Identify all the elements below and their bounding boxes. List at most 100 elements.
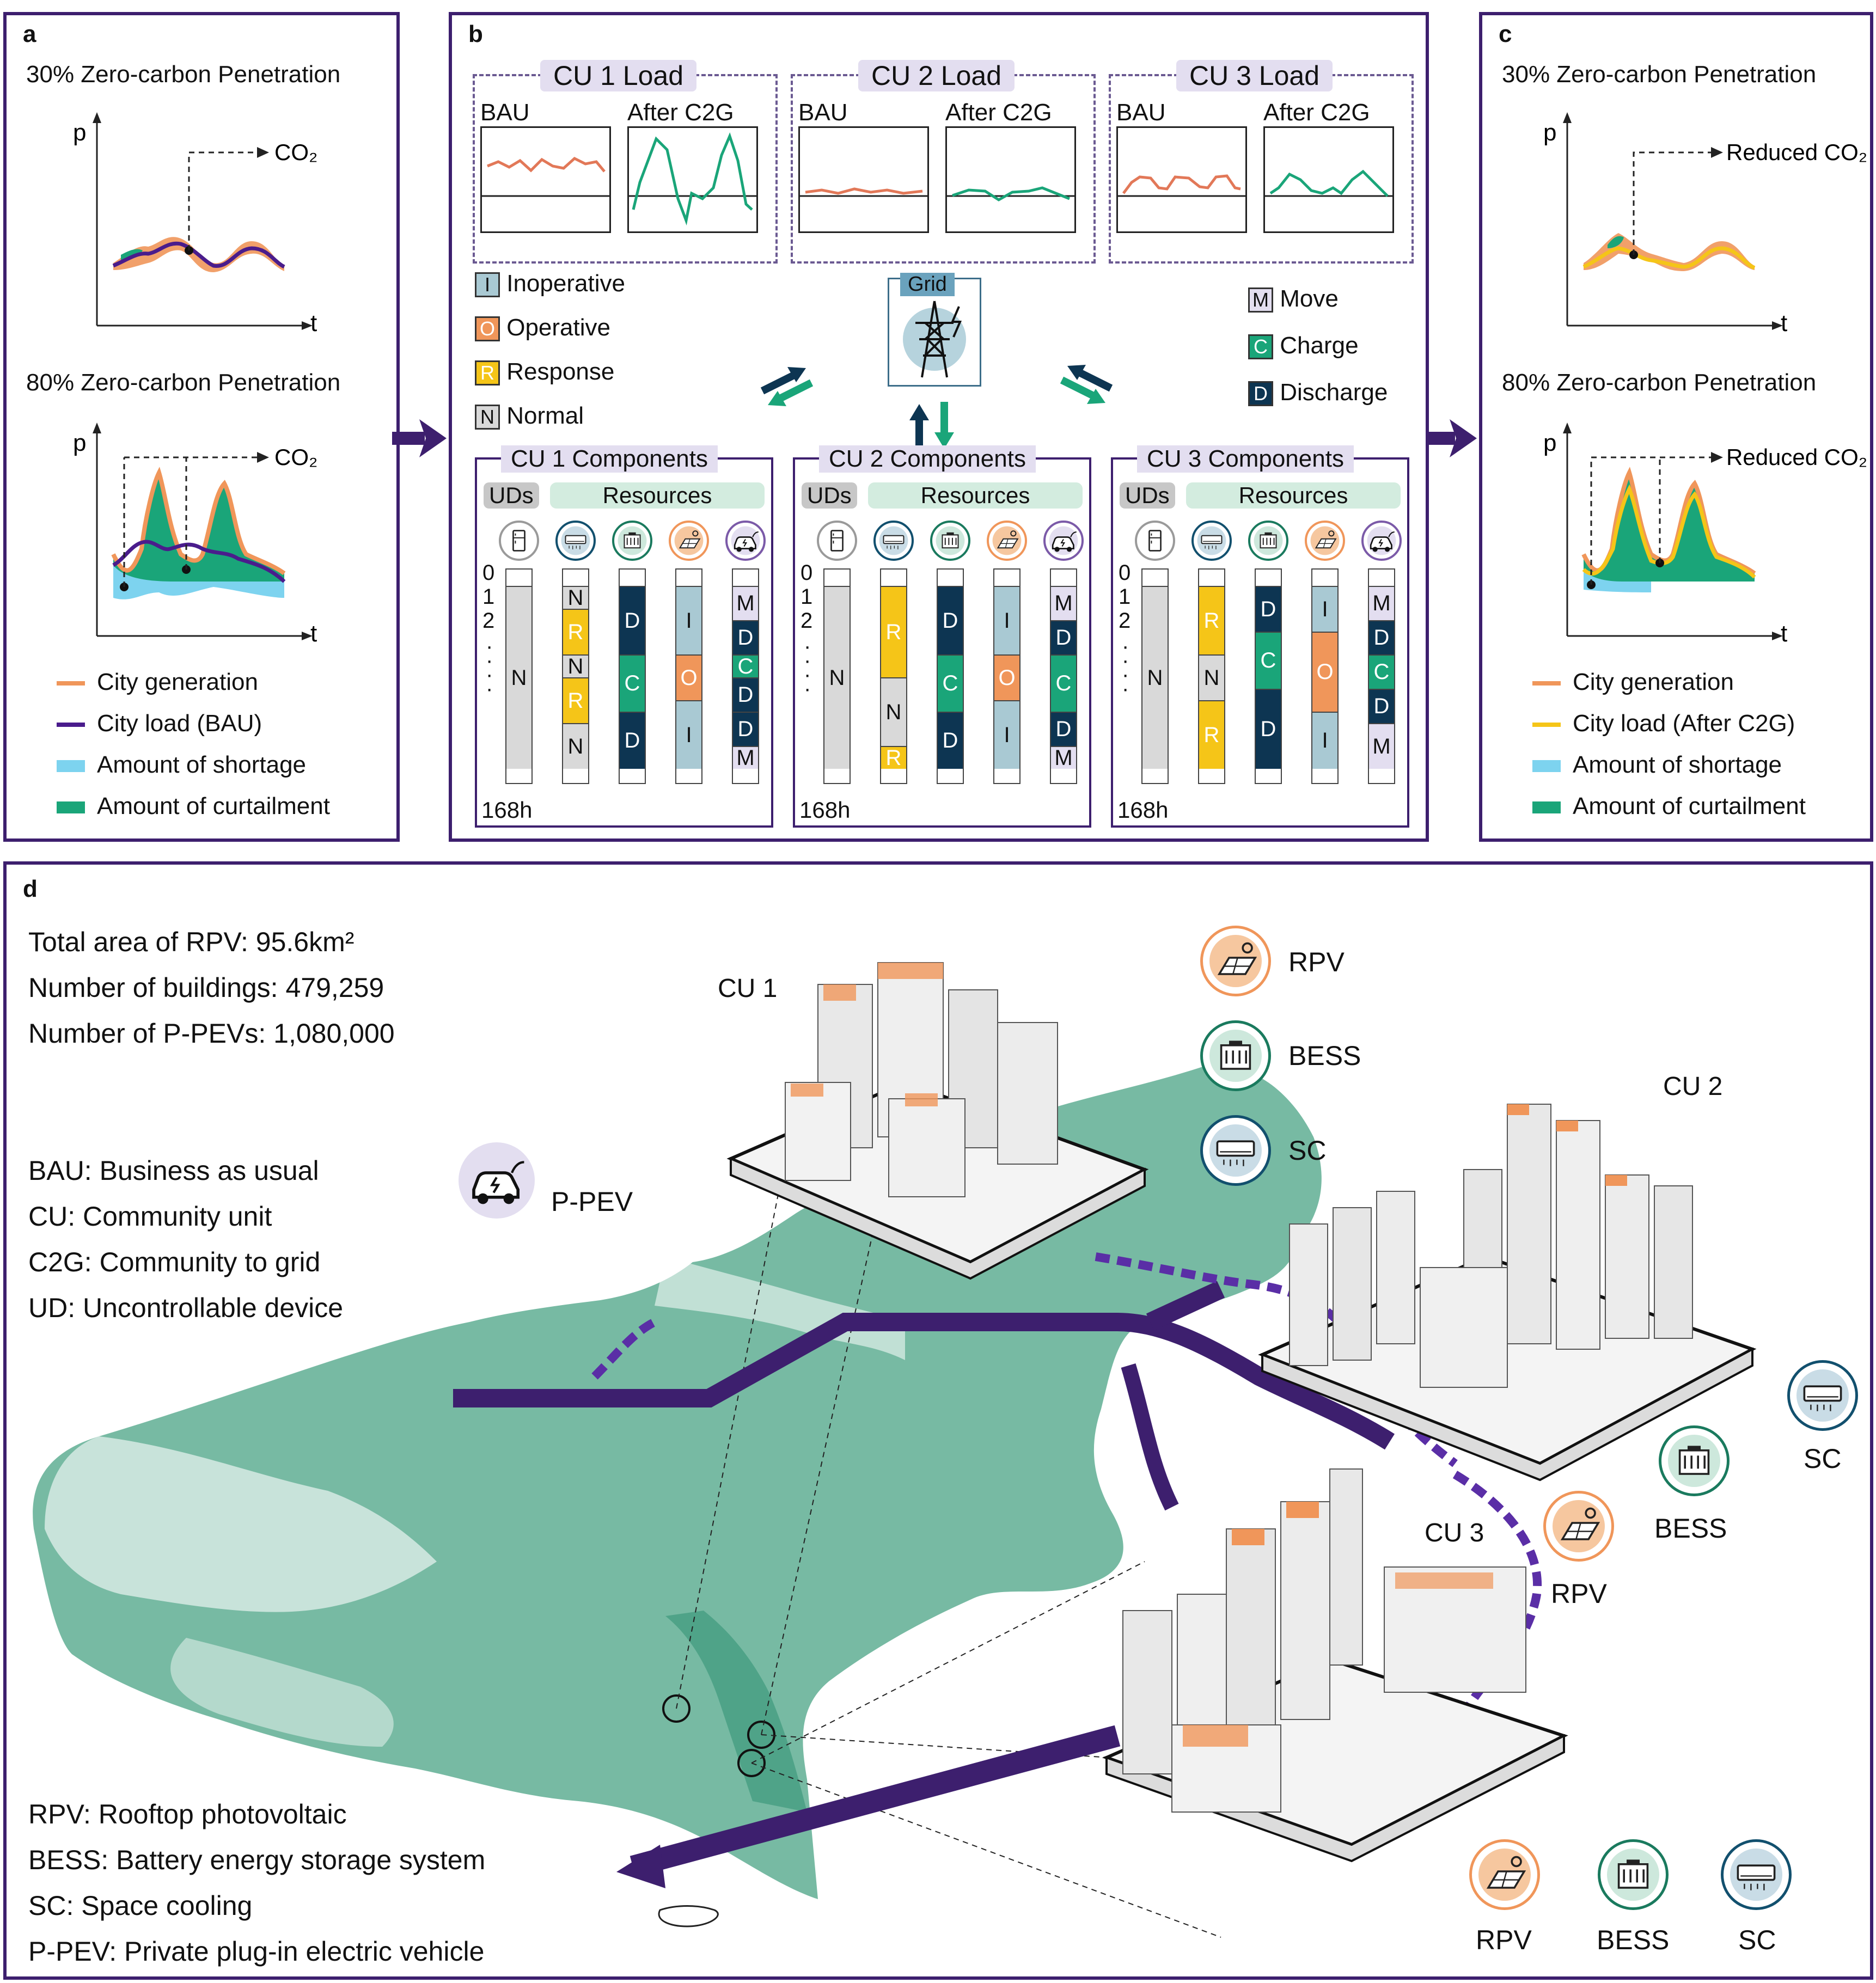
cu1-load-frame: CU 1 Load BAU After C2G <box>473 60 778 264</box>
timeline-segment: N <box>563 723 588 769</box>
hour-ellipsis: ···· <box>1122 634 1129 701</box>
timeline-segment: C <box>1369 654 1394 689</box>
arrow-b-to-c <box>1422 419 1477 457</box>
sc-icon <box>1721 1839 1792 1910</box>
city-map <box>33 1065 1322 1938</box>
electric-car-icon <box>459 1142 535 1219</box>
bau-label: BAU <box>480 99 530 126</box>
resources-tag: Resources <box>868 482 1083 509</box>
timeline-segment: D <box>1256 689 1281 769</box>
cu2-after-plot <box>945 126 1076 233</box>
cu3-bau-plot <box>1116 126 1247 233</box>
timeline-segment: O <box>676 654 701 700</box>
rpv-icon <box>1543 1491 1614 1562</box>
sc-icon <box>1200 1115 1271 1186</box>
sc-icon <box>1191 521 1232 561</box>
cu2-load-title: CU 2 Load <box>858 60 1015 91</box>
co2-label: Reduced CO₂ <box>1726 139 1867 165</box>
hours-label: 168h <box>481 797 533 823</box>
rpv-icon <box>1469 1839 1540 1910</box>
chart-30-bau: p t CO₂ <box>73 112 317 336</box>
legend-normal: N Normal <box>475 402 584 430</box>
timeline-segment: M <box>1051 746 1076 770</box>
timeline-segment: I <box>994 700 1019 769</box>
hour-tick: 1 <box>482 585 495 609</box>
abbrev-c2g: C2G: Community to grid <box>28 1247 321 1277</box>
cu1-block <box>726 962 1149 1280</box>
bess-icon <box>612 521 652 561</box>
co2-label: Reduced CO₂ <box>1726 444 1867 470</box>
electric-car-icon <box>725 521 766 561</box>
axis-p-label: p <box>1543 430 1556 456</box>
grid-box: Grid <box>888 273 981 387</box>
resources-tag: Resources <box>1186 482 1401 509</box>
timeline-segment: R <box>563 677 588 723</box>
rpv-icon <box>1200 926 1271 996</box>
axis-t-label: t <box>310 620 317 647</box>
legend-c-3: Amount of curtailment <box>1532 793 1806 820</box>
uds-tag: UDs <box>1120 482 1175 509</box>
timeline-segment: N <box>824 586 850 769</box>
chart-80-bau: p t CO₂ <box>73 423 317 647</box>
axis-p-label: p <box>73 119 86 146</box>
timeline-segment: R <box>881 746 906 770</box>
timeline-segment: C <box>1051 654 1076 712</box>
top-title: 30% Zero-carbon Penetration <box>26 61 341 88</box>
timeline-segment: N <box>563 586 588 610</box>
abbrev-cu: CU: Community unit <box>28 1201 272 1232</box>
grid-label: Grid <box>900 273 955 296</box>
bess-icon <box>1598 1839 1669 1910</box>
legend-c-1: City load (After C2G) <box>1532 710 1795 737</box>
timeline-segment: O <box>1312 632 1337 712</box>
timeline-segment: D <box>938 712 963 769</box>
cu2-load-frame: CU 2 Load BAU After C2G <box>791 60 1096 264</box>
timeline-segment: D <box>1256 586 1281 632</box>
hour-tick: 2 <box>1119 609 1131 633</box>
refrigerator-icon <box>817 521 857 561</box>
abbrev-bottom-list: RPV: Rooftop photovoltaic BESS: Battery … <box>28 1791 485 1974</box>
exchange-arrows-right <box>1060 365 1113 404</box>
legend-charge: C Charge <box>1248 332 1359 360</box>
axis-p-label: p <box>1543 119 1556 146</box>
timeline-segment: I <box>676 700 701 769</box>
timeline-segment: D <box>938 586 963 654</box>
arrow-a-to-b <box>392 419 447 457</box>
top-title: 30% Zero-carbon Penetration <box>1502 61 1817 88</box>
timeline-segment: N <box>563 654 588 678</box>
timeline-segment: D <box>1369 620 1394 654</box>
rpv-label: RPV <box>1476 1925 1532 1955</box>
legend-a-0: City generation <box>57 669 258 696</box>
abbrev-sc: SC: Space cooling <box>28 1890 253 1921</box>
legend-c-2: Amount of shortage <box>1532 751 1782 779</box>
timeline-segment: R <box>881 586 906 677</box>
panel-label: a <box>23 21 36 47</box>
hour-tick: 0 <box>482 561 495 585</box>
stats-list: Total area of RPV: 95.6km² Number of bui… <box>28 919 395 1056</box>
cu2-block <box>1258 1104 1757 1482</box>
panel-a: a 30% Zero-carbon Penetration p t CO₂ 80… <box>3 12 400 842</box>
exchange-arrows-left <box>760 367 814 406</box>
sc-label: SC <box>1804 1443 1842 1474</box>
electric-car-icon <box>1361 521 1402 561</box>
bess-icon <box>930 521 970 561</box>
legend-operative: O Operative <box>475 314 610 342</box>
timeline-segment: I <box>994 586 1019 654</box>
after-label: After C2G <box>1263 99 1370 126</box>
timeline-segment: C <box>1256 632 1281 689</box>
timeline-segment: I <box>676 586 701 654</box>
panel-d: d CU 1 <box>3 861 1873 1980</box>
bess-icon <box>1659 1425 1730 1496</box>
legend-discharge: D Discharge <box>1248 379 1388 407</box>
icon-row <box>477 519 775 563</box>
after-label: After C2G <box>627 99 734 126</box>
abbrev-top-list: BAU: Business as usual CU: Community uni… <box>28 1148 343 1331</box>
legend-response: R Response <box>475 358 614 386</box>
cu3-after-plot <box>1263 126 1394 233</box>
